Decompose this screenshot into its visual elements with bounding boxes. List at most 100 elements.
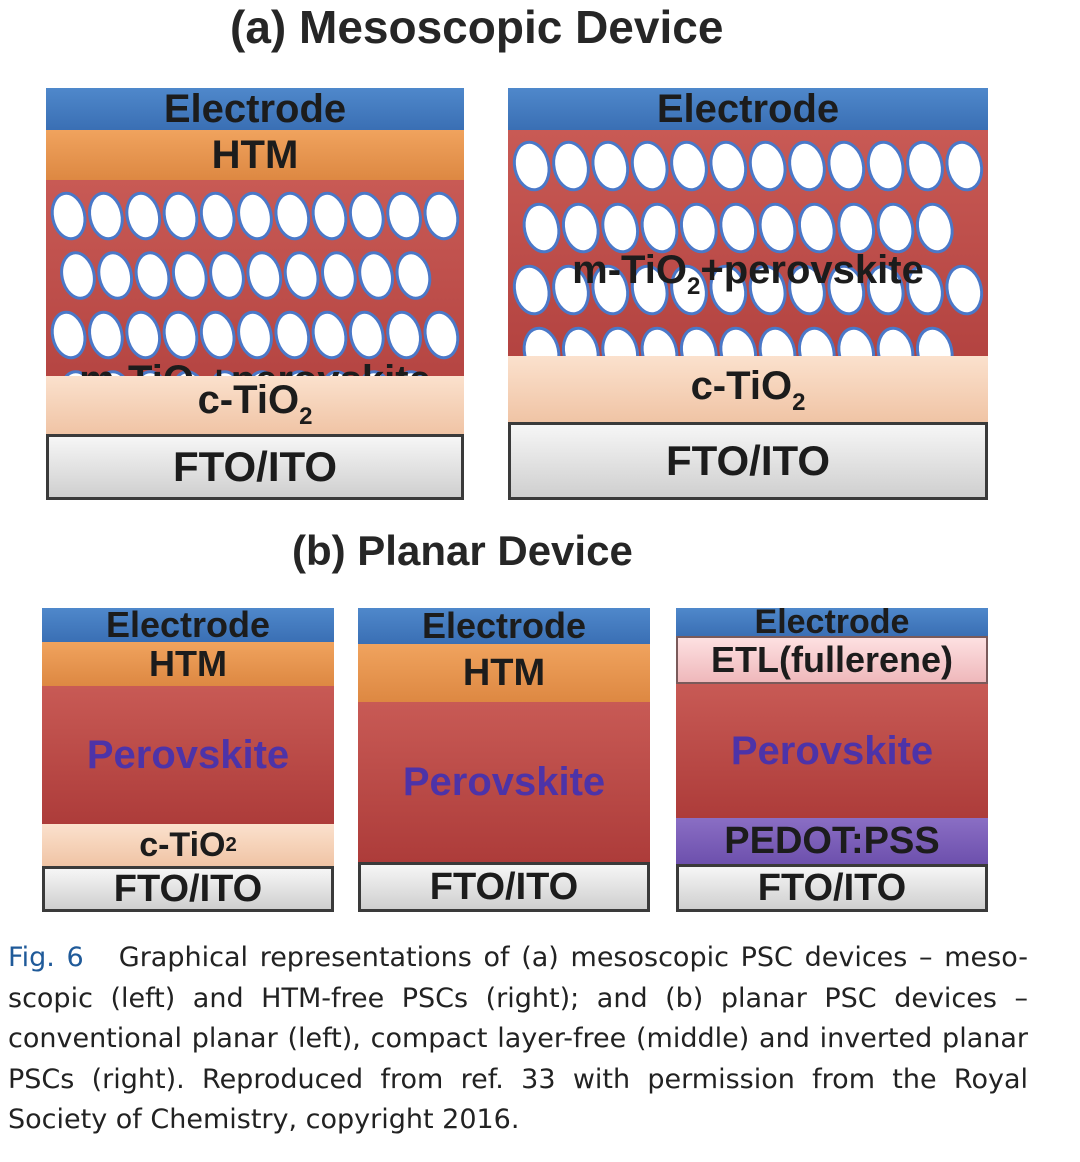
tio2-bead [591,140,630,192]
tio2-bead [348,191,385,241]
mesoscopic-left-device: Electrode HTM m-TiO2+perovskite c-TiO2 F… [46,88,464,500]
caption-text: Graphical representations of (a) mesosco… [8,942,1028,1135]
panel-b-title: (b) Planar Device [292,527,633,574]
tio2-bead [88,310,124,360]
panel-a-title: (a) Mesoscopic Device [230,1,724,53]
tio2-bead [162,191,199,241]
tio2-bead [630,140,669,192]
tio2-bead [866,140,905,192]
tio2-bead [748,264,787,316]
electrode-layer: Electrode [676,608,988,636]
tio2-bead [945,264,984,316]
perovskite-layer: Perovskite [676,684,988,818]
tio2-bead [640,202,679,254]
tio2-bead [866,264,905,316]
tio2-bead [274,191,311,241]
tio2-bead [358,251,394,300]
tio2-bead [311,310,348,360]
tio2-bead [199,191,236,241]
htm-layer: HTM [358,644,650,702]
tio2-bead [274,310,311,360]
figure-caption: Fig. 6 Graphical representations of (a) … [8,938,1028,1141]
tio2-bead [906,264,944,316]
etl-fullerene-layer: ETL(fullerene) [676,636,988,684]
planar-compact-free-device: Electrode HTM Perovskite FTO/ITO [358,608,650,912]
tio2-bead [60,251,96,300]
compact-tio2-layer [508,356,988,422]
tio2-bead [97,251,134,300]
electrode-layer: Electrode [508,88,988,130]
meso-layer-label: m-TiO2+perovskite [572,248,924,300]
fto-ito-substrate: FTO/ITO [358,862,650,912]
tio2-bead [386,191,422,241]
electrode-layer: Electrode [42,608,334,642]
tio2-bead [423,310,460,360]
tio2-bead [237,310,273,360]
tio2-bead [827,140,866,192]
tio2-bead [679,202,718,254]
tio2-bead [311,191,348,241]
electrode-layer: Electrode [358,608,650,644]
tio2-bead [906,140,944,192]
tio2-bead [601,202,640,254]
tio2-bead [512,264,551,316]
tio2-bead [125,310,162,360]
tio2-bead [837,202,876,254]
tio2-bead [395,251,432,300]
tio2-bead [522,202,561,254]
compact-tio2-label: c-TiO2 [690,364,806,416]
figure-label: Fig. 6 [8,942,84,973]
tio2-bead [348,310,385,360]
tio2-bead [552,140,590,192]
tio2-bead [246,251,283,300]
fto-ito-substrate: FTO/ITO [46,434,464,500]
tio2-bead [386,310,422,360]
tio2-bead [788,140,826,192]
perovskite-layer: Perovskite [42,686,334,824]
tio2-bead [876,202,915,254]
tio2-bead [670,264,708,316]
tio2-bead [125,191,162,241]
tio2-bead [945,140,984,192]
pedot-pss-layer: PEDOT:PSS [676,818,988,864]
electrode-layer: Electrode [46,88,464,130]
perovskite-layer: Perovskite [358,702,650,862]
fto-ito-substrate: FTO/ITO [676,864,988,912]
tio2-bead [670,140,708,192]
tio2-bead [709,140,748,192]
compact-tio2-layer [46,376,464,434]
tio2-bead [321,251,357,300]
tio2-bead [134,251,171,300]
fto-ito-substrate: FTO/ITO [42,866,334,912]
tio2-bead [827,264,866,316]
tio2-bead [209,251,245,300]
tio2-bead [552,264,590,316]
tio2-bead [50,310,87,360]
compact-tio2-label: c-TiO2 [197,378,313,430]
htm-layer: HTM [46,130,464,180]
tio2-bead [50,191,87,241]
htm-layer: HTM [42,642,334,686]
mesoscopic-right-device: Electrode m-TiO2+perovskite c-TiO2 FTO/I… [508,88,988,500]
tio2-bead [162,310,199,360]
tio2-bead [719,202,758,254]
tio2-bead [512,140,551,192]
tio2-bead [199,310,236,360]
tio2-bead [758,202,797,254]
tio2-bead [915,202,954,254]
tio2-bead [237,191,273,241]
tio2-bead [797,202,836,254]
tio2-bead [561,202,600,254]
fto-ito-substrate: FTO/ITO [508,422,988,500]
tio2-bead [88,191,124,241]
tio2-bead [709,264,748,316]
tio2-bead [171,251,208,300]
planar-inverted-device: Electrode ETL(fullerene) Perovskite PEDO… [676,608,988,912]
tio2-bead [630,264,669,316]
tio2-bead [748,140,787,192]
tio2-bead [283,251,320,300]
tio2-bead [423,191,460,241]
tio2-bead [591,264,630,316]
